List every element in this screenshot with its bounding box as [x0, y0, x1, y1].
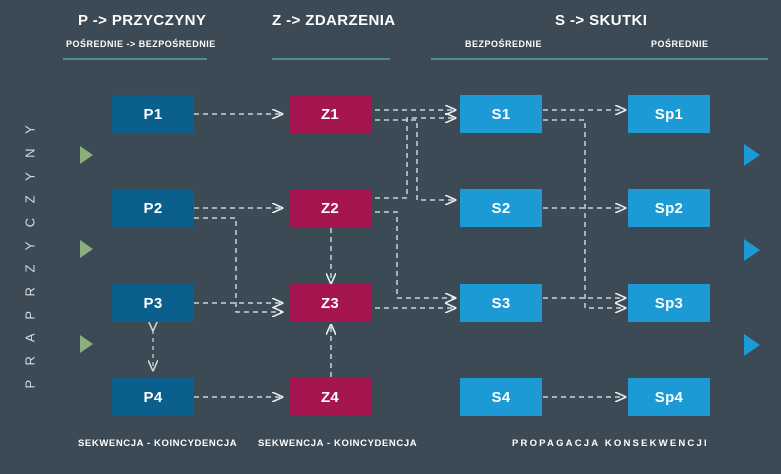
section-title-effects: S -> SKUTKI [555, 12, 648, 29]
node-s1[interactable]: S1 [460, 95, 542, 133]
node-z4[interactable]: Z4 [289, 378, 371, 416]
propagation-arrow-icon-3 [744, 334, 760, 356]
rule-causes [63, 58, 207, 60]
node-s4[interactable]: S4 [460, 378, 542, 416]
propagation-arrow-icon-2 [744, 239, 760, 261]
node-s2[interactable]: S2 [460, 189, 542, 227]
rule-events [272, 58, 390, 60]
node-sp2[interactable]: Sp2 [628, 189, 710, 227]
section-subtitle-causes: POŚREDNIE -> BEZPOŚREDNIE [66, 39, 216, 49]
rule-effects [431, 58, 768, 60]
section-title-events: Z -> ZDARZENIA [272, 12, 396, 29]
section-title-causes: P -> PRZYCZYNY [78, 12, 207, 29]
section-subtitle-indirect: POŚREDNIE [651, 39, 709, 49]
footer-label-effects: PROPAGACJA KONSEKWENCJI [512, 438, 709, 449]
node-sp3[interactable]: Sp3 [628, 284, 710, 322]
footer-label-events: SEKWENCJA - KOINCYDENCJA [258, 438, 418, 449]
rail-arrow-icon-2 [80, 240, 93, 258]
section-subtitle-direct: BEZPOŚREDNIE [465, 39, 543, 49]
rail-arrow-icon-3 [80, 335, 93, 353]
node-p3[interactable]: P3 [112, 284, 194, 322]
footer-label-causes: SEKWENCJA - KOINCYDENCJA [78, 438, 238, 449]
propagation-arrow-icon-1 [744, 144, 760, 166]
node-s3[interactable]: S3 [460, 284, 542, 322]
node-z1[interactable]: Z1 [289, 95, 371, 133]
node-p2[interactable]: P2 [112, 189, 194, 227]
node-z3[interactable]: Z3 [289, 284, 371, 322]
rail-arrow-icon-1 [80, 146, 93, 164]
node-z2[interactable]: Z2 [289, 189, 371, 227]
node-p4[interactable]: P4 [112, 378, 194, 416]
rail-label-praprzyczyny: P R A P R Z Y C Z Y N Y [22, 119, 38, 389]
node-p1[interactable]: P1 [112, 95, 194, 133]
node-sp4[interactable]: Sp4 [628, 378, 710, 416]
node-sp1[interactable]: Sp1 [628, 95, 710, 133]
